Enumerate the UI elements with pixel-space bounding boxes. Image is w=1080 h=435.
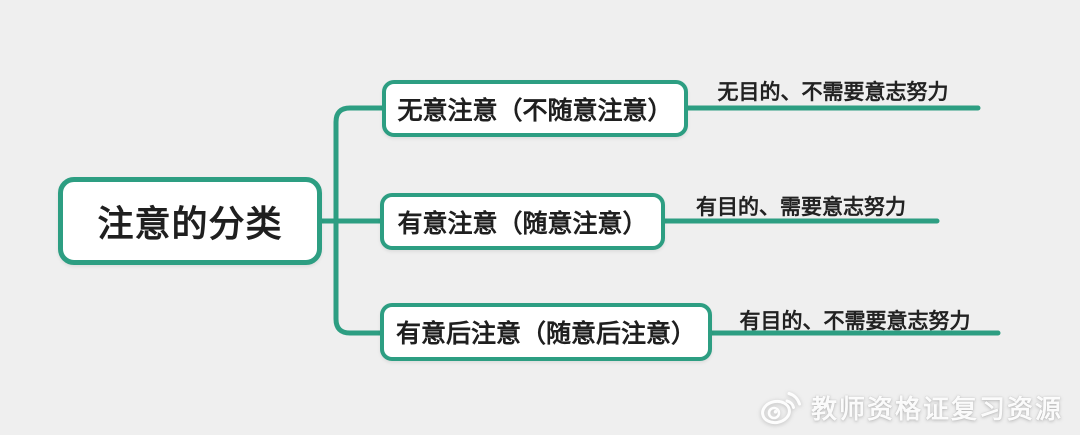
branch-node-label: 有意后注意（随意后注意） <box>395 320 696 348</box>
connector-trunk <box>333 105 385 336</box>
branch-note-involuntary-attention: 无目的、不需要意志努力 <box>717 81 949 104</box>
weibo-icon <box>761 392 801 425</box>
branch-node-label: 无意注意（不随意注意） <box>397 96 673 125</box>
branch-node-voluntary-attention: 有意注意（随意注意） <box>380 193 665 250</box>
branch-note-post-voluntary-attention: 有目的、不需要意志努力 <box>739 310 971 333</box>
watermark: 教师资格证复习资源 <box>760 388 1063 426</box>
root-node-label: 注意的分类 <box>97 203 283 244</box>
branch-note-voluntary-attention: 有目的、需要意志努力 <box>696 196 906 219</box>
root-node: 注意的分类 <box>58 177 322 265</box>
branch-node-involuntary-attention: 无意注意（不随意注意） <box>382 80 688 137</box>
branch-node-post-voluntary-attention: 有意后注意（随意后注意） <box>380 303 712 361</box>
watermark-text: 教师资格证复习资源 <box>811 393 1064 424</box>
branch-node-label: 有意注意（随意注意） <box>397 209 648 238</box>
